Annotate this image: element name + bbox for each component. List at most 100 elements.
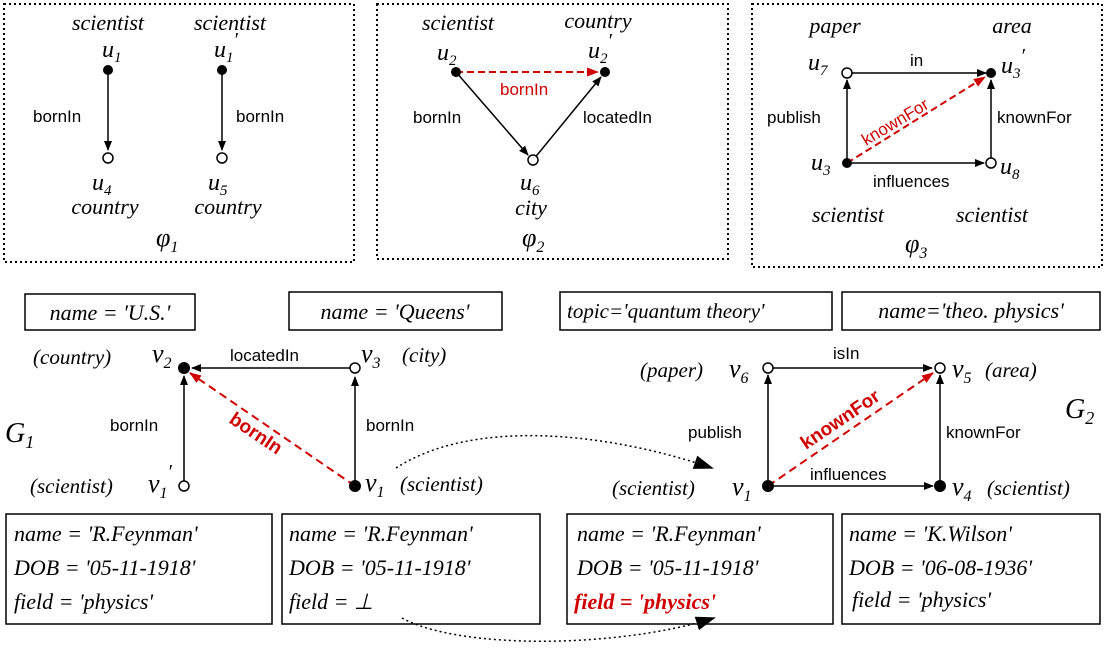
- node-var-u7: u7: [808, 50, 829, 79]
- node-type-u8: scientist: [956, 202, 1029, 227]
- attr-paper-topic: topic='quantum theory': [567, 299, 765, 323]
- pattern-symbol-phi1: φ1: [156, 223, 178, 256]
- record-box-G1-v1-prime: [5, 513, 273, 625]
- node-var-u3: u3: [811, 150, 831, 179]
- node-v5: [934, 362, 946, 374]
- record-G2-v1-field-derived: field = 'physics': [574, 589, 716, 614]
- attr-box-city: [288, 291, 503, 331]
- node-type-v4: (scientist): [987, 476, 1070, 500]
- node-type-v3: (city): [402, 343, 446, 367]
- derived-edge-label-knownFor: knownFor: [858, 95, 932, 150]
- edge-label-knownFor: knownFor: [997, 108, 1072, 127]
- attr-area-name: name='theo. physics': [878, 298, 1064, 323]
- edge-label-knownFor: knownFor: [946, 423, 1021, 442]
- node-type-u3: scientist: [812, 202, 885, 227]
- node-type-u7: paper: [807, 13, 861, 38]
- graph-label-G2: G2: [1065, 394, 1094, 428]
- edge-label-isIn: isIn: [833, 344, 859, 363]
- node-type-v5: (area): [985, 358, 1037, 382]
- pattern-phi3-frame: [751, 3, 1103, 268]
- pattern-phi1: scientist u1 scientist u1′ bornIn bornIn…: [3, 3, 355, 263]
- node-v1: [349, 480, 361, 492]
- edge-label-influences: influences: [810, 465, 887, 484]
- record-G2-v4-field: field = 'physics': [852, 587, 991, 612]
- node-type-u5: country: [194, 194, 261, 219]
- edge-u6-u2p: [532, 76, 602, 161]
- node-type-v6: (paper): [640, 358, 703, 382]
- node-var-u4: u4: [92, 170, 112, 199]
- edge-label-bornIn-1: bornIn: [33, 107, 81, 126]
- node-type-u2: scientist: [422, 10, 495, 35]
- derived-edge-label-bornIn: bornIn: [500, 80, 548, 99]
- record-G1-v1-dob: DOB = '05-11-1918': [288, 555, 471, 580]
- node-u5: [216, 152, 228, 164]
- node-type-u1: scientist: [72, 10, 145, 35]
- node-u3: [842, 158, 852, 168]
- node-type-u6: city: [515, 195, 547, 220]
- edge-label-bornIn-left: bornIn: [110, 416, 158, 435]
- node-u2-prime: [600, 67, 610, 77]
- record-G2-v1-name: name = 'R.Feynman': [577, 521, 761, 546]
- record-G2-v4-dob: DOB = '06-08-1936': [848, 555, 1032, 580]
- node-var-v5: v5: [952, 354, 972, 387]
- node-type-v1-prime: (scientist): [30, 474, 113, 498]
- node-var-v1-prime: v1′: [148, 461, 173, 502]
- node-var-v1: v1: [365, 468, 385, 501]
- record-box-G1-v1: [281, 513, 541, 625]
- attr-box-country: [24, 293, 196, 331]
- pattern-symbol-phi3: φ3: [905, 229, 927, 262]
- record-box-G2-v4: [841, 513, 1101, 625]
- node-var-u1-prime: u1′: [214, 29, 239, 66]
- edge-label-influences: influences: [873, 172, 950, 191]
- graph-label-G1: G1: [5, 418, 34, 452]
- pattern-phi2-frame: [376, 3, 729, 260]
- edge-label-locatedIn: locatedIn: [230, 346, 299, 365]
- node-v3: [349, 362, 361, 374]
- edge-label-bornIn: bornIn: [413, 108, 461, 127]
- node-type-v2: (country): [33, 345, 111, 369]
- attr-city-name: name = 'Queens': [321, 299, 470, 324]
- node-type-v1: (scientist): [400, 472, 483, 496]
- node-var-u2: u2: [437, 40, 457, 69]
- derived-edge-label-knownFor: knownFor: [797, 386, 884, 455]
- record-box-G2-v1: [566, 513, 834, 625]
- edge-label-publish: publish: [688, 423, 742, 442]
- node-v1-prime: [178, 480, 190, 492]
- record-G1-v1p-field: field = 'physics': [14, 589, 153, 614]
- node-v1-g2: [762, 480, 774, 492]
- graph-G1: name = 'U.S.' name = 'Queens' (country) …: [5, 291, 541, 625]
- node-u8: [985, 157, 997, 169]
- pattern-phi3: paper area u7 u3′ in publish knownFor kn…: [751, 3, 1103, 268]
- derived-edge-u3-u3p: [846, 76, 986, 164]
- node-u1-prime: [217, 65, 227, 75]
- node-type-u2-prime: country: [564, 8, 631, 33]
- mapping-arrow-node: [395, 434, 714, 469]
- edge-label-locatedIn: locatedIn: [583, 108, 652, 127]
- node-type-v1-g2: (scientist): [612, 476, 695, 500]
- mapping-arrow-attribute: [401, 616, 716, 642]
- node-u7: [841, 67, 853, 79]
- edge-label-in: in: [910, 51, 923, 70]
- node-var-u1: u1: [102, 37, 122, 66]
- attr-box-area: [841, 291, 1101, 331]
- node-u1: [103, 65, 113, 75]
- derived-edge-v1-v5: [767, 372, 934, 487]
- node-v2: [178, 362, 190, 374]
- record-G1-v1-name: name = 'R.Feynman': [289, 521, 473, 546]
- node-u4: [102, 152, 114, 164]
- node-u6: [527, 154, 539, 166]
- record-G1-v1-field: field = ⊥: [289, 589, 373, 614]
- node-type-u4: country: [71, 194, 138, 219]
- derived-edge-label-bornIn: bornIn: [225, 409, 286, 459]
- node-type-u1-prime: scientist: [194, 10, 267, 35]
- node-var-u8: u8: [1000, 154, 1020, 183]
- attr-country-name: name = 'U.S.': [50, 300, 171, 325]
- node-u2: [451, 67, 461, 77]
- edge-label-bornIn-right: bornIn: [366, 416, 414, 435]
- node-var-u6: u6: [520, 170, 540, 199]
- node-var-v3: v3: [361, 339, 381, 372]
- node-var-v1-g2: v1: [732, 472, 752, 505]
- pattern-symbol-phi2: φ2: [522, 223, 544, 256]
- node-var-u3-prime: u3′: [1001, 45, 1026, 82]
